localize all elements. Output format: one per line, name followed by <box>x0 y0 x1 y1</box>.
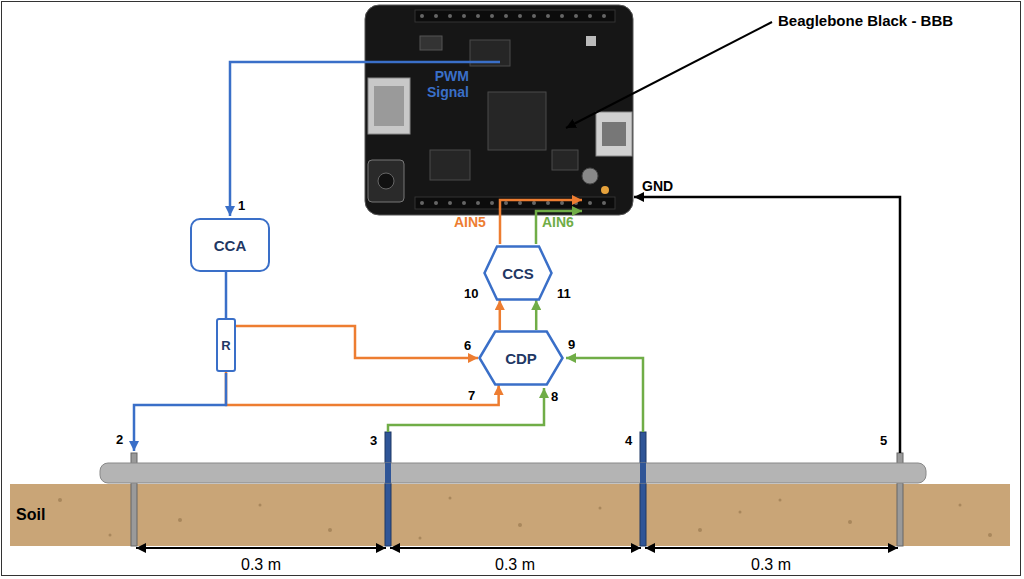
callout-number: 8 <box>551 389 558 404</box>
current-wire <box>134 373 226 451</box>
callout-number: 7 <box>468 388 475 403</box>
text-label: 0.3 m <box>241 556 281 574</box>
callout-number: 11 <box>557 286 571 301</box>
text-label: Beaglebone Black - BBB <box>778 12 953 29</box>
text-label: Soil <box>16 506 45 524</box>
block-name: CCA <box>214 237 247 254</box>
soil-texture <box>58 497 992 540</box>
signal-wire <box>535 300 538 330</box>
ain-wire <box>500 200 582 244</box>
text-label: AIN5 <box>454 214 486 230</box>
text-label: PWM Signal <box>405 68 469 100</box>
callout-number: 9 <box>568 337 575 352</box>
text-label: GND <box>642 178 673 194</box>
ground-wire <box>634 197 900 453</box>
soil-band <box>10 484 1010 546</box>
block-name: CDP <box>505 350 537 367</box>
callout-number: 6 <box>464 338 471 353</box>
text-label: 0.3 m <box>495 556 535 574</box>
text-label: 0.3 m <box>751 556 791 574</box>
hexagon-shape <box>485 247 552 300</box>
callout-number: 5 <box>880 433 887 448</box>
electrode <box>385 463 391 483</box>
support-bar <box>100 463 926 483</box>
callout-number: 4 <box>625 433 632 448</box>
electrode <box>385 432 391 546</box>
callout-number: 1 <box>238 198 245 213</box>
block-name: R <box>221 338 230 353</box>
callout-leader <box>566 22 772 128</box>
callout-number: 10 <box>464 286 478 301</box>
hexagon-block: CCS <box>483 245 553 301</box>
potential-wire <box>388 388 544 432</box>
resistor-box: R <box>216 318 236 372</box>
beaglebone-board <box>365 5 633 215</box>
text-label: AIN6 <box>542 214 574 230</box>
ain-wire <box>536 211 582 244</box>
signal-wire <box>236 326 478 358</box>
signal-wire <box>225 272 228 318</box>
circuit-box: CCA <box>190 218 270 272</box>
callout-number: 3 <box>370 433 377 448</box>
signal-wire <box>226 372 499 405</box>
callout-number: 2 <box>116 432 123 447</box>
electrode <box>640 432 646 546</box>
block-name: CCS <box>502 265 534 282</box>
hexagon-block: CDP <box>478 330 564 386</box>
electrode <box>640 463 646 483</box>
signal-wire <box>499 300 502 330</box>
hexagon-shape <box>480 332 563 385</box>
dimension-arrows <box>136 547 898 549</box>
potential-wire <box>566 358 643 432</box>
pwm-wire <box>230 62 500 216</box>
